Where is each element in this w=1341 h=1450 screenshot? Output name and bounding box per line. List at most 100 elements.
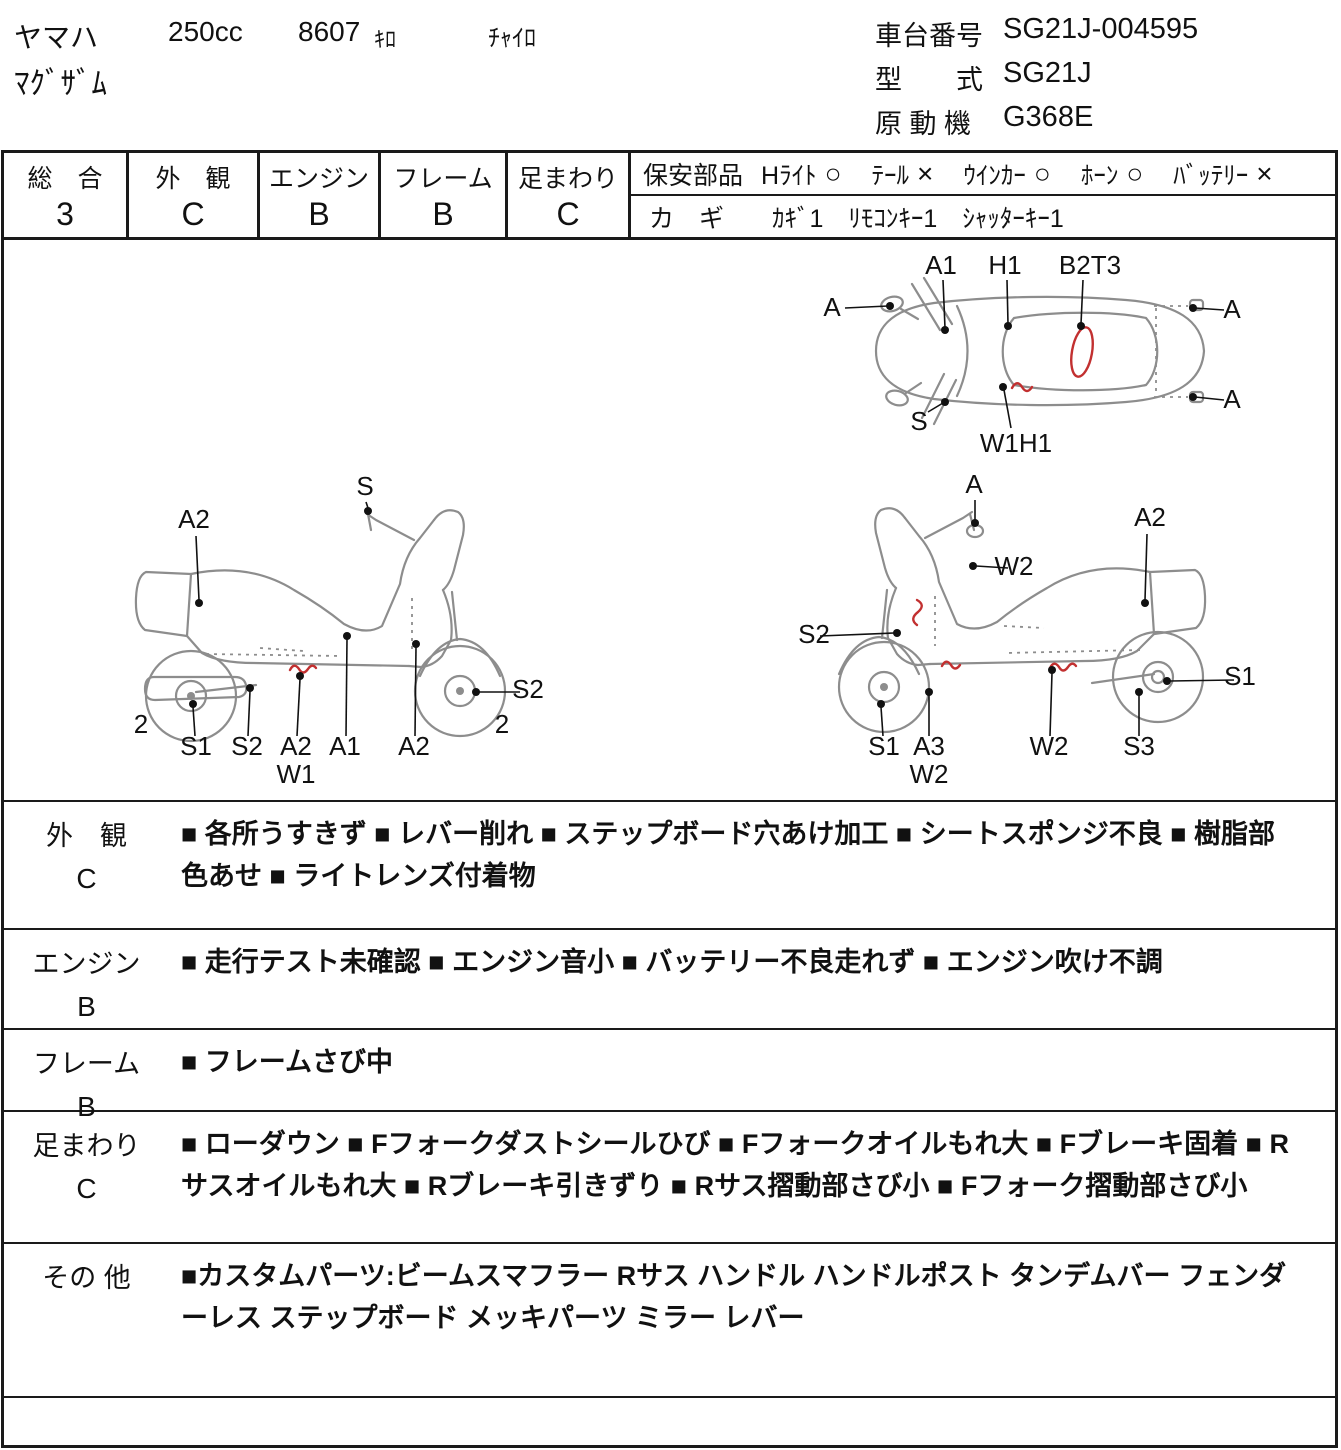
leader-line <box>296 678 301 737</box>
leader-line <box>195 535 200 601</box>
comment-category: 足まわり <box>32 1131 141 1161</box>
damage-mark-scratch <box>1010 382 1034 393</box>
leader-line <box>1194 396 1225 401</box>
safety-item-name: Hﾗｲﾄ <box>761 161 817 190</box>
safety-item-mark: ○ <box>824 157 842 189</box>
comment-row-empty <box>4 1398 1335 1445</box>
damage-label-a1: A1 <box>925 250 957 280</box>
damage-label-w2-mid: W2 <box>995 551 1034 581</box>
panel-dotted-lines <box>934 596 1141 654</box>
mirror-stalk <box>899 307 920 321</box>
leader-dot <box>886 302 894 310</box>
leader-line <box>819 632 895 637</box>
damage-label-a2-top: A2 <box>1134 502 1166 532</box>
comment-grade: C <box>76 863 97 894</box>
grade-cell-frame: フレーム B <box>381 153 508 237</box>
leader-line <box>1049 672 1053 737</box>
swingarm <box>1090 672 1156 685</box>
leader-line <box>1003 389 1012 429</box>
rear-signal <box>1188 298 1205 312</box>
rear-wheel <box>1111 630 1205 724</box>
safety-item-headlight: Hﾗｲﾄ ○ <box>761 156 841 192</box>
leader-dot <box>969 562 977 570</box>
damage-mark-oval <box>1070 326 1094 378</box>
damage-label-w1h1: W1H1 <box>980 428 1052 458</box>
safety-item-horn: ﾎｰﾝ ○ <box>1081 156 1143 192</box>
grade-label: 外 観 <box>155 165 231 193</box>
left-side-view-drawing: A2 S S2 2 2 S1 S2 A2 A1 A2 W1 <box>134 471 544 789</box>
leader-line <box>247 690 251 737</box>
leader-dot <box>1189 393 1197 401</box>
grade-label: 足まわり <box>517 165 618 193</box>
damage-label-a-right-bottom: A <box>1223 384 1241 414</box>
comment-category: 外 観 <box>46 821 127 851</box>
handlebar <box>365 512 416 542</box>
damage-count-right: 2 <box>495 709 509 739</box>
leader-line <box>844 305 889 309</box>
leader-line <box>365 501 369 509</box>
damage-label-w2-sub: W2 <box>910 759 949 789</box>
body-color: ﾁｬｲﾛ <box>488 25 536 52</box>
leader-dot <box>941 398 949 406</box>
leader-line <box>192 706 196 737</box>
mileage-value: 8607 <box>298 16 361 47</box>
underbody <box>185 634 411 668</box>
leader-dot <box>893 629 901 637</box>
underbody <box>928 632 1156 666</box>
comment-text: ■ 走行テスト未確認 ■ エンジン音小 ■ バッテリー不良走れず ■ エンジン吹… <box>181 947 1163 977</box>
comment-grade: B <box>77 1091 96 1122</box>
right-side-view-drawing: A A2 W2 S2 S1 S1 A3 W2 S3 W2 <box>798 469 1256 789</box>
leader-dot <box>364 507 372 515</box>
grade-bar: 総 合 3 外 観 C エンジン B フレーム B 足まわり C 保安部品 <box>4 153 1335 240</box>
panel-dotted-lines <box>1154 305 1188 398</box>
safety-item-mark: ○ <box>1033 157 1051 189</box>
grade-cell-overall: 総 合 3 <box>4 153 129 237</box>
leader-dot <box>343 632 351 640</box>
safety-item-name: ﾎｰﾝ <box>1080 161 1119 190</box>
grade-value: B <box>308 196 330 232</box>
engine-code-value: G368E <box>1003 101 1094 133</box>
leader-dot <box>925 688 933 696</box>
front-axle <box>880 683 888 691</box>
leader-dot <box>195 599 203 607</box>
keys-label: カ ギ <box>649 204 725 233</box>
leader-dot <box>1004 322 1012 330</box>
leader-dot <box>1163 677 1171 685</box>
rear-hub-inner <box>1150 669 1166 685</box>
damage-label-a3: A3 <box>913 731 945 761</box>
leader-line <box>942 279 946 329</box>
comment-grade: B <box>77 991 96 1022</box>
leader-line <box>345 638 348 737</box>
comment-text: ■ ローダウン ■ Fフォークダストシールひび ■ Fフォークオイルもれ大 ■ … <box>181 1129 1289 1201</box>
muffler <box>143 675 248 702</box>
mirror-right <box>885 389 909 407</box>
damage-label-h1: H1 <box>988 250 1021 280</box>
grade-label: 総 合 <box>27 165 103 193</box>
comment-row-exterior: 外 観 C ■ 各所うすきず ■ レバー削れ ■ ステップボード穴あけ加工 ■ … <box>4 802 1335 930</box>
front-fork <box>880 588 889 640</box>
comment-text: ■ フレームさび中 <box>181 1047 393 1077</box>
maker-name: ヤマハ <box>14 22 99 53</box>
rear-trunk <box>1148 568 1207 636</box>
leader-dot <box>189 700 197 708</box>
mileage-unit: ｷﾛ <box>374 27 397 52</box>
comment-text: ■ 各所うすきず ■ レバー削れ ■ ステップボード穴あけ加工 ■ シートスポン… <box>181 819 1276 891</box>
leader-line <box>1194 307 1225 311</box>
safety-item-name: ｳｲﾝｶｰ <box>963 161 1026 190</box>
safety-item-mark: ○ <box>1126 157 1144 189</box>
damage-label-a1: A1 <box>329 731 361 761</box>
safety-item-name: ﾃｰﾙ <box>871 161 910 190</box>
comment-label-col: その 他 <box>4 1244 169 1396</box>
safety-item-tail: ﾃｰﾙ × <box>872 156 934 192</box>
leader-dot <box>999 383 1007 391</box>
front-fork <box>450 590 459 642</box>
seat-body-line <box>189 518 436 632</box>
leader-dot <box>296 672 304 680</box>
top-view-drawing: A1 H1 B2T3 A A A S W1H1 <box>823 250 1241 458</box>
safety-parts-row: 保安部品 Hﾗｲﾄ ○ ﾃｰﾙ × ｳｲﾝｶｰ ○ <box>631 153 1335 196</box>
leader-line <box>1006 279 1009 325</box>
mirror-stalk <box>904 381 923 395</box>
comment-grade: C <box>76 1173 97 1204</box>
leader-line <box>927 402 944 413</box>
